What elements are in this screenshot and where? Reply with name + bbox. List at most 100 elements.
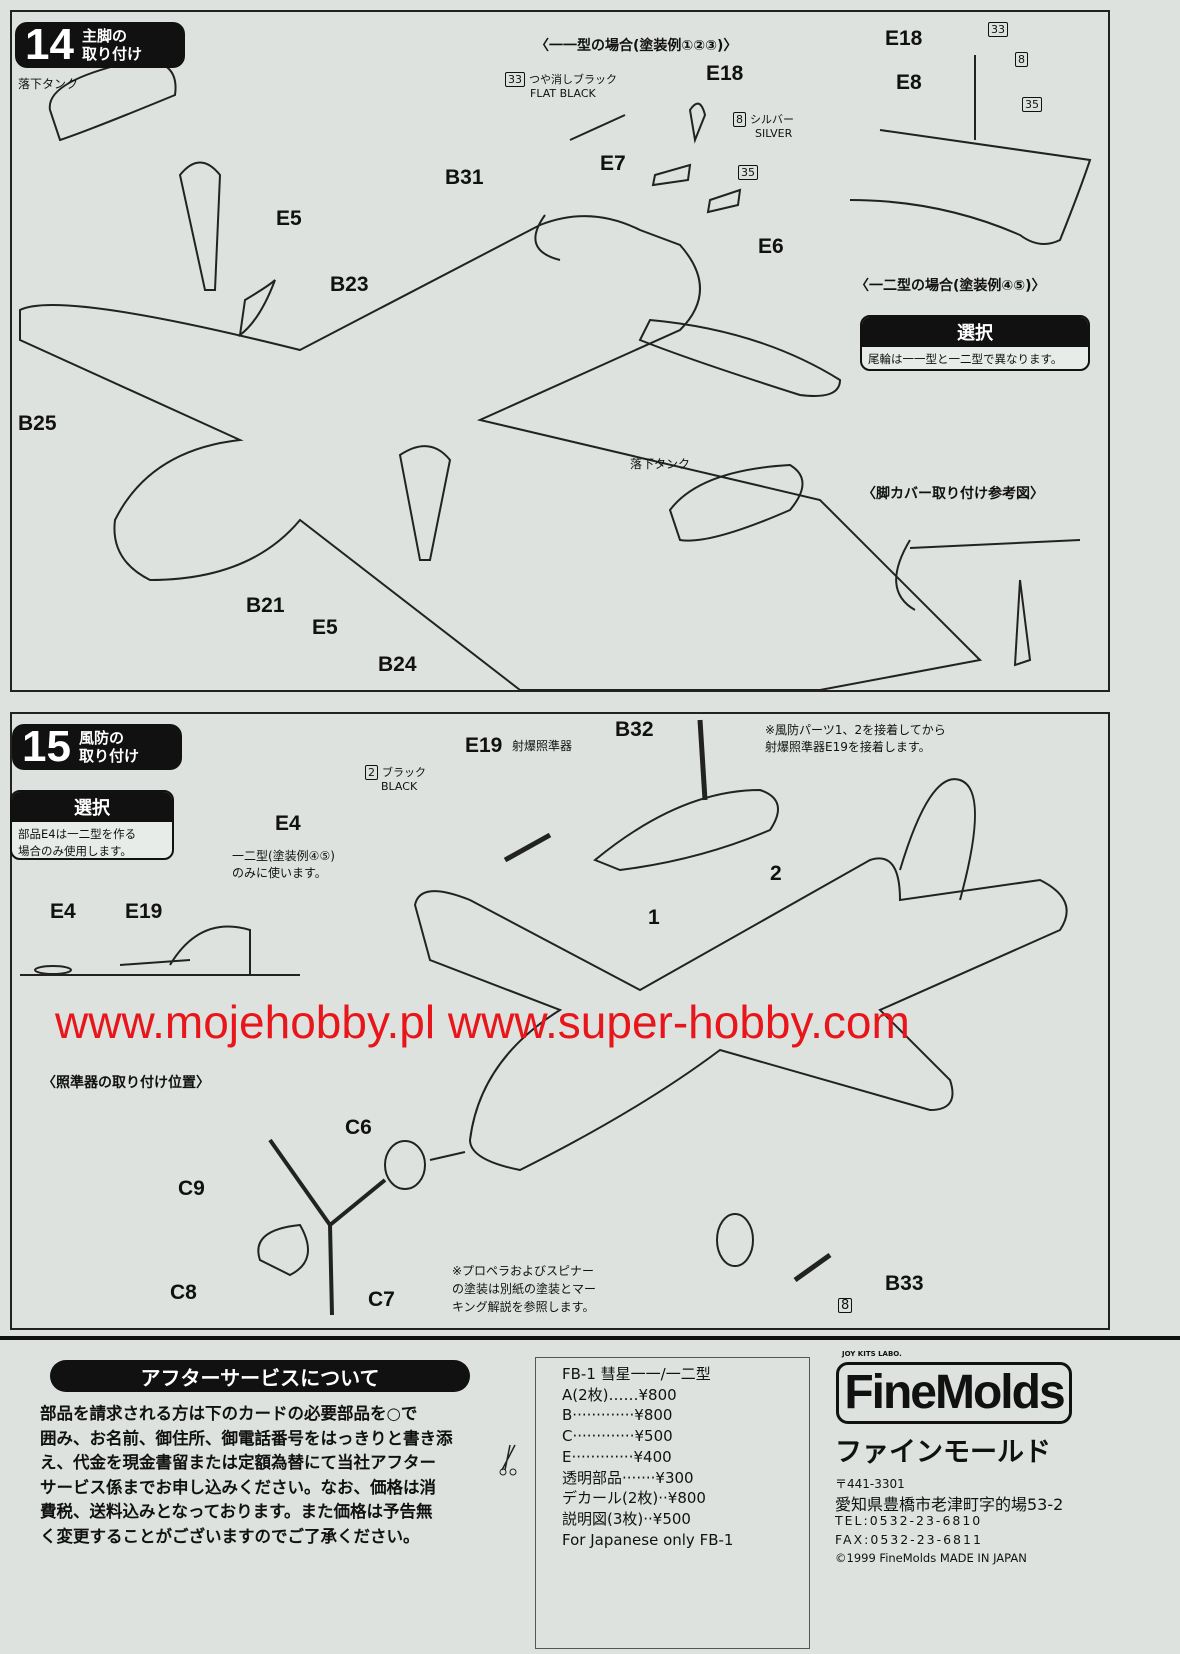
part-label: B23	[330, 273, 369, 296]
canopy-drawing	[593, 788, 779, 872]
paint-name: シルバー	[750, 113, 794, 126]
parts-price-card: FB-1 彗星一一/一二型 A(2枚)……¥800 B·············…	[535, 1357, 810, 1649]
part-label: E8	[896, 71, 922, 94]
price-row: A(2枚)……¥800	[562, 1385, 809, 1406]
propeller-drawing	[268, 1138, 387, 1316]
copyright: ©1999 FineMolds MADE IN JAPAN	[835, 1551, 1027, 1565]
paint-name-en: FLAT BLACK	[530, 87, 596, 100]
step-number: 14	[25, 20, 74, 69]
text-line: 部品を請求される方は下のカードの必要部品を○で	[40, 1404, 418, 1423]
propeller-note: ※プロペラおよびスピナーの塗装は別紙の塗装とマーキング解説を参照します。	[452, 1262, 596, 1316]
text-line: え、代金を現金書留または定額為替にて当社アフター	[40, 1453, 436, 1472]
item-name: 説明図(3枚)	[562, 1509, 644, 1528]
part-label: C7	[368, 1288, 395, 1311]
text-line: く変更することがございますのでご了承ください。	[40, 1526, 420, 1546]
drop-tank-label: 落下タンク	[18, 77, 79, 91]
part-label: 2	[770, 862, 782, 885]
part-label: B24	[378, 653, 417, 676]
select-line: 場合のみ使用します。	[18, 844, 132, 858]
note-line: の塗装は別紙の塗装とマー	[452, 1282, 597, 1296]
price-row: 説明図(3枚)··¥500	[562, 1509, 809, 1530]
select-title: 選択	[862, 317, 1088, 347]
note-line: ※風防パーツ1、2を接着してから	[765, 723, 946, 737]
part-label: E5	[276, 207, 302, 230]
leader: ·············	[571, 1447, 634, 1466]
price-row: C·············¥500	[562, 1426, 809, 1447]
note-line: ※プロペラおよびスピナー	[452, 1264, 595, 1278]
scissors-icon	[501, 1444, 516, 1471]
paint-code: 8	[838, 1298, 853, 1313]
item-name: E	[562, 1447, 572, 1466]
address: 愛知県豊橋市老津町字的場53-2	[835, 1495, 1064, 1514]
part-label: E4	[275, 812, 301, 835]
step-15-panel	[10, 712, 1110, 1330]
part-label: E18	[706, 62, 744, 85]
paint-name: つや消しブラック	[529, 73, 617, 86]
step-14-badge: 14 主脚の取り付け	[15, 20, 185, 69]
leader: ··	[643, 1509, 653, 1528]
tail-detail-drawing	[849, 129, 1092, 245]
paint-code: 8	[733, 112, 746, 127]
select-line: 部品E4は一二型を作る	[18, 827, 137, 841]
after-service-text: 部品を請求される方は下のカードの必要部品を○で 囲み、お名前、御住所、御電話番号…	[40, 1402, 520, 1549]
main-gear-right	[398, 445, 452, 561]
item-price: ¥800	[638, 1385, 677, 1404]
paint-name: ブラック	[382, 766, 426, 779]
part-label: E19	[465, 734, 503, 757]
part-label: B21	[246, 594, 285, 617]
e4-note: 一二型(塗装例④⑤)のみに使います。	[232, 848, 335, 882]
price-row: B·············¥800	[562, 1405, 809, 1426]
sight-position-drawing	[20, 925, 300, 976]
text-line: サービス係までお申し込みください。なお、価格は消	[40, 1477, 436, 1497]
part-name: 射爆照準器	[512, 739, 573, 753]
title-line: 主脚の	[81, 27, 127, 45]
part-label: E5	[312, 616, 338, 639]
leader: ……	[608, 1385, 639, 1404]
item-price: ¥800	[667, 1489, 706, 1508]
paint-name-en: SILVER	[755, 127, 793, 140]
step-title: 風防の取り付け	[79, 729, 139, 765]
part-label: E19	[125, 900, 163, 923]
gear-cover-reference-header: 〈脚カバー取り付け参考図〉	[862, 486, 1044, 502]
step-number: 15	[22, 722, 71, 771]
item-name: 透明部品	[562, 1468, 623, 1487]
item-price: ¥300	[655, 1468, 694, 1487]
part-label: E6	[758, 235, 784, 258]
part-label: B32	[615, 718, 654, 741]
item-price: ¥500	[634, 1427, 673, 1446]
text-line: 費税、送料込みとなっております。また価格は予告無	[40, 1502, 433, 1521]
price-row: 透明部品·······¥300	[562, 1468, 809, 1489]
select-title: 選択	[12, 792, 172, 822]
select-note: 選択 尾輪は一一型と一二型で異なります。	[860, 315, 1090, 371]
logo-text: FineMolds	[844, 1366, 1065, 1419]
logo-subtext: JOY KITS LABO.	[842, 1350, 902, 1358]
part-label: B31	[445, 166, 484, 189]
step14-aircraft-drawing	[19, 55, 1092, 691]
brand-katakana: ファインモールド	[835, 1437, 1051, 1468]
price-row: E·············¥400	[562, 1447, 809, 1468]
drop-tank-right	[668, 463, 804, 542]
item-name: C	[562, 1427, 573, 1446]
type11-header: 〈一一型の場合(塗装例①②③)〉	[535, 38, 738, 54]
postal-code: 〒441-3301	[835, 1477, 905, 1491]
part-label: B33	[885, 1272, 924, 1295]
item-price: ¥500	[652, 1509, 691, 1528]
leader: ·······	[622, 1468, 656, 1487]
part-label: B25	[18, 412, 57, 435]
price-row: デカール(2枚)··¥800	[562, 1488, 809, 1509]
title-line: 取り付け	[78, 747, 139, 765]
divider	[0, 1336, 1180, 1340]
paint-code: 35	[1022, 97, 1042, 112]
drop-tank-label: 落下タンク	[630, 457, 691, 471]
finemolds-logo: FineMolds	[836, 1362, 1072, 1424]
select-body: 部品E4は一二型を作る場合のみ使用します。	[12, 822, 172, 858]
type12-header: 〈一二型の場合(塗装例④⑤)〉	[855, 278, 1046, 294]
card-footer: For Japanese only FB-1	[562, 1530, 734, 1549]
tel: TEL:0532-23-6810	[835, 1513, 983, 1528]
part-label: C6	[345, 1116, 372, 1139]
paint-code: 33	[988, 22, 1008, 37]
note-line: 射爆照準器E19を接着します。	[765, 740, 931, 754]
